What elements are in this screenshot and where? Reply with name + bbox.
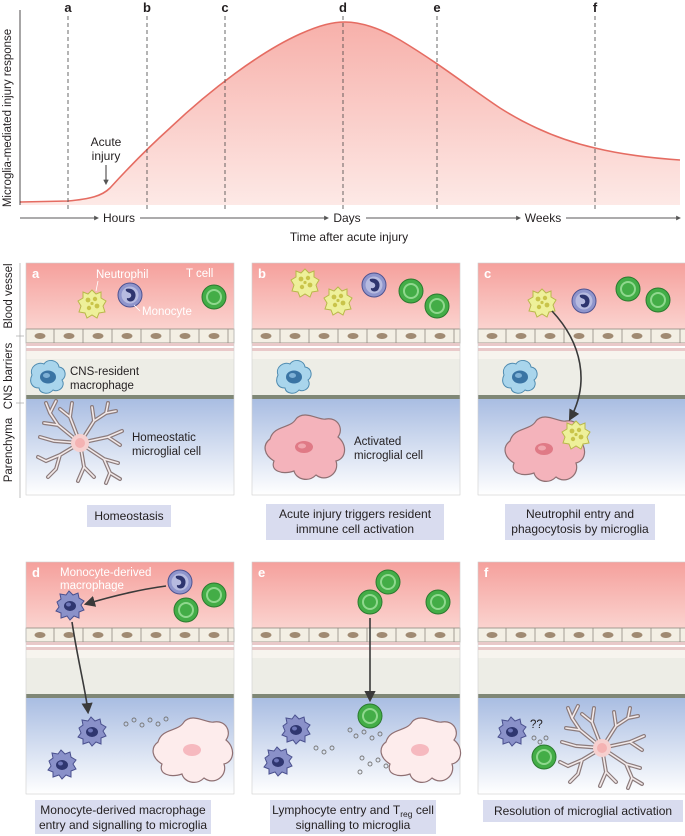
panel-d-letter: d (32, 565, 40, 580)
monocyte-cell (361, 272, 387, 298)
monocyte-cell (167, 569, 193, 595)
stage-letter-b: b (143, 0, 151, 15)
stage-letter-a: a (64, 0, 72, 15)
label-mdm-line1: Monocyte-derived (60, 567, 151, 579)
x-axis-label: Time after acute injury (290, 230, 408, 244)
t-cell (531, 744, 557, 770)
stage-letter-f: f (593, 0, 598, 15)
panel-a: a Neutrophil Monocyte T cell CNS-residen… (26, 263, 234, 495)
t-cell (173, 597, 199, 623)
caption-f-box (483, 800, 683, 822)
stage-letter-e: e (433, 0, 440, 15)
stage-letter-d: d (339, 0, 347, 15)
annotation-acute-text: Acute (91, 135, 122, 149)
stage-letter-c: c (221, 0, 228, 15)
panel-a-letter: a (32, 266, 40, 281)
t-cell (425, 589, 451, 615)
caption-a: Homeostasis (94, 509, 163, 523)
t-cell (615, 276, 641, 302)
caption-e-cell: cell (413, 803, 434, 817)
label-t-cell: T cell (186, 268, 213, 280)
y-axis-label: Microglia-mediated injury response (2, 29, 14, 207)
caption-b-box (266, 504, 444, 540)
entry-arrow (551, 310, 582, 421)
x-axis: Hours Days Weeks Time after acute injury (20, 211, 681, 244)
caption-e-text: Lymphocyte entry and T (272, 803, 401, 817)
label-parenchyma: Parenchyma (3, 417, 15, 482)
treg-cell (357, 703, 383, 729)
label-monocyte: Monocyte (142, 306, 192, 318)
panel-e: e (252, 562, 462, 794)
panel-c: c (478, 263, 685, 495)
injury-response-area (20, 22, 680, 205)
caption-e-line2: signalling to microglia (296, 818, 411, 832)
panel-e-letter: e (258, 565, 265, 580)
label-microglia-line2: microglial cell (132, 446, 201, 458)
label-mdm-line2: macrophage (60, 580, 124, 592)
label-macrophage-line1: CNS-resident (70, 366, 140, 378)
label-activated-line1: Activated (354, 436, 401, 448)
caption-d-line1: Monocyte-derived macrophage (40, 803, 206, 817)
macrophage-descent-arrow (71, 621, 93, 715)
label-microglia-line1: Homeostatic (132, 432, 196, 444)
compartment-labels: Blood vessel CNS barriers Parenchyma (3, 263, 24, 498)
caption-e-subscript: reg (400, 809, 413, 819)
caption-b-line1: Acute injury triggers resident (279, 507, 432, 521)
caption-b-line2: immune cell activation (296, 522, 414, 536)
signalling-molecules (123, 716, 169, 728)
tick-hours: Hours (103, 211, 135, 225)
t-cell (201, 284, 227, 310)
caption-c-line1: Neutrophil entry and (526, 507, 634, 521)
caption-e-box (270, 800, 436, 834)
panel-f-letter: f (484, 565, 489, 580)
caption-c-line2: phagocytosis by microglia (511, 522, 649, 536)
caption-c-box (505, 504, 655, 540)
label-neutrophil: Neutrophil (96, 269, 148, 281)
annotation-injury: injury (92, 149, 121, 163)
stage-markers (67, 16, 596, 210)
label-cns-barriers: CNS barriers (3, 343, 15, 410)
label-activated-line2: microglial cell (354, 450, 423, 462)
caption-a-box (87, 505, 171, 527)
panel-d: d Monocyte-derived macrophage (26, 562, 234, 794)
t-cell (398, 278, 424, 304)
injury-response-curve (19, 21, 681, 203)
caption-e-line1: Lymphocyte entry and Treg cell (272, 803, 434, 819)
caption-d-line2: entry and signalling to microglia (39, 818, 207, 832)
t-cell (375, 569, 401, 595)
monocyte-cell (571, 288, 597, 314)
timeline: a b c d e f Acute injury Microglia-media… (2, 0, 681, 244)
panel-f: f ?? (478, 562, 685, 794)
label-blood-vessel: Blood vessel (3, 263, 15, 328)
signalling-molecules (313, 727, 389, 775)
t-cell (645, 287, 671, 313)
monocyte-entry-arrow (83, 585, 167, 607)
t-cell (357, 589, 383, 615)
panel-c-letter: c (484, 266, 491, 281)
panel-b: b Activated microglial cell (252, 263, 460, 495)
t-cell (424, 293, 450, 319)
signalling-molecules (531, 735, 549, 745)
annotation-unknown: ?? (530, 719, 543, 731)
panel-b-letter: b (258, 266, 266, 281)
t-cell (201, 582, 227, 608)
caption-d-box (35, 800, 211, 834)
tick-weeks: Weeks (525, 211, 561, 225)
annotation-acute: Acute (91, 135, 122, 149)
monocyte-cell (117, 282, 143, 308)
label-macrophage-line2: macrophage (70, 380, 134, 392)
caption-f: Resolution of microglial activation (494, 804, 672, 818)
tick-days: Days (333, 211, 360, 225)
